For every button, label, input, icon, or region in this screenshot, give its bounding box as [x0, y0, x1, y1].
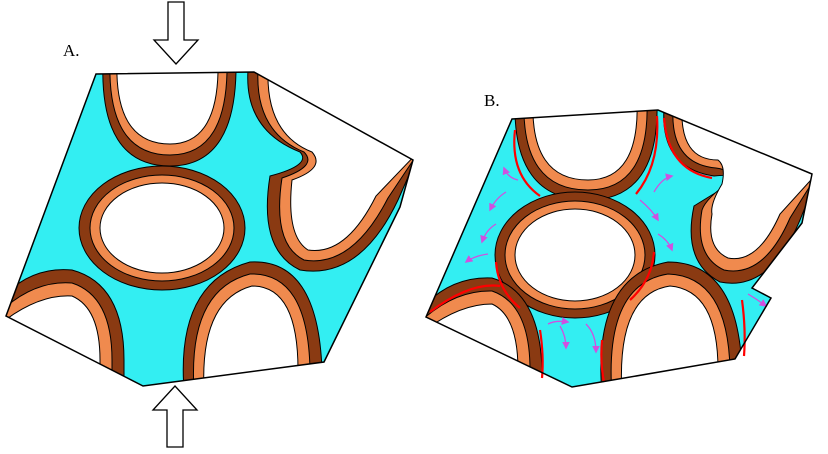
flow-arrow	[639, 199, 659, 222]
flow-arrow	[480, 223, 497, 244]
flow-arrow	[747, 293, 768, 307]
flow-arrow	[547, 317, 570, 325]
flow-arrow	[585, 323, 600, 354]
fluid-flow-arrows	[464, 166, 768, 354]
panel-b-label: B.	[484, 91, 500, 110]
seam-top-right	[635, 115, 659, 195]
flow-arrow	[489, 191, 507, 212]
flow-arrow	[653, 173, 674, 193]
seam-notch	[662, 117, 713, 180]
stress-arrow-top	[152, 1, 200, 65]
up-arrow-icon	[151, 385, 199, 448]
panel-a-label: A.	[63, 41, 80, 60]
panel-b	[425, 109, 813, 388]
panel-a-outline	[5, 71, 414, 387]
grain-a-bottom-right	[182, 261, 323, 386]
panel-b-outline	[425, 109, 813, 388]
grain-a-top	[102, 72, 237, 167]
grain-a-center	[78, 165, 246, 291]
seam-bottom-right-right	[740, 299, 746, 357]
panel-a	[5, 71, 414, 387]
down-arrow-icon	[152, 1, 200, 65]
grain-b-center	[494, 191, 656, 319]
seam-bottom-left	[429, 284, 501, 313]
flow-arrow	[657, 233, 674, 252]
stress-arrow-bottom	[151, 385, 199, 448]
seam-center-left	[494, 261, 521, 309]
flow-arrow	[464, 253, 489, 263]
seam-bottom-left-right	[538, 329, 544, 379]
seam-bottom-right-left	[600, 339, 606, 383]
flow-arrow	[502, 166, 519, 181]
flow-arrow	[559, 325, 570, 350]
seam-center-right	[629, 251, 656, 301]
panel-a-grains	[6, 72, 413, 386]
seam-top-left	[513, 129, 541, 197]
grain-b-top	[514, 110, 658, 201]
pressure-solution-seams	[429, 115, 746, 383]
